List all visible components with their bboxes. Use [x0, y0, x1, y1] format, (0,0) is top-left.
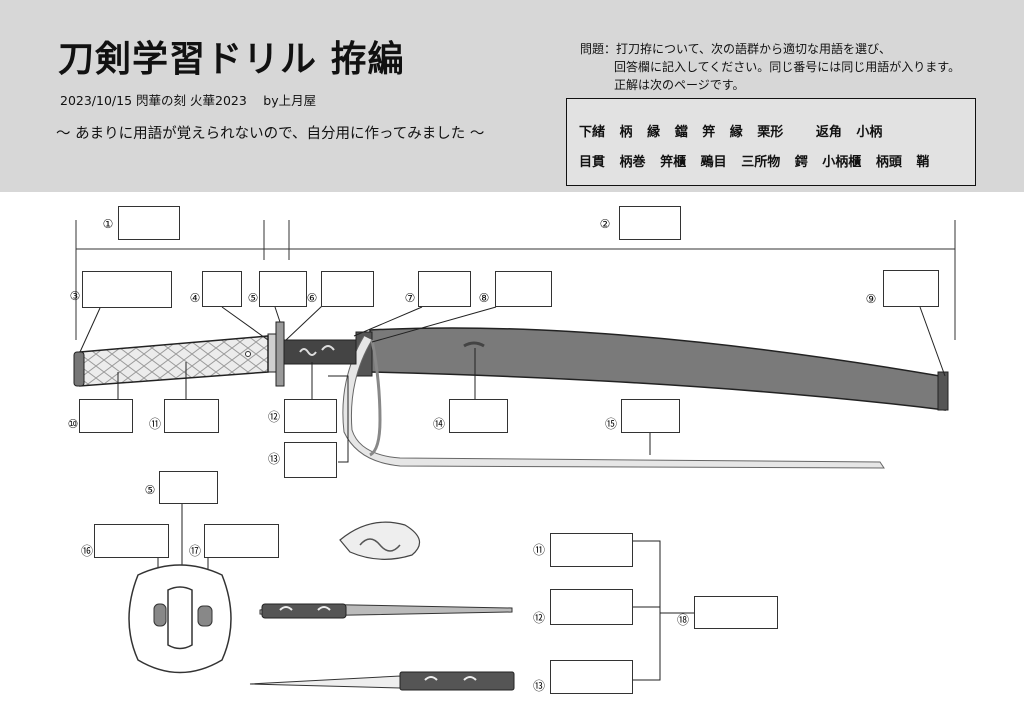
answer-box-7[interactable] — [418, 271, 471, 307]
label-6: ⑥ — [306, 291, 318, 305]
label-7: ⑦ — [404, 291, 416, 305]
page-title: 刀剣学習ドリル 拵編 — [58, 39, 405, 80]
tsuba-front-view — [128, 564, 232, 674]
span-brackets — [75, 220, 956, 340]
answer-box-8[interactable] — [495, 271, 552, 307]
kozuka-in-scabbard — [283, 339, 357, 365]
handle-wrap — [79, 335, 269, 387]
word-item: 笄 — [702, 125, 716, 140]
answer-box-13a[interactable] — [284, 442, 337, 478]
label-3: ③ — [69, 289, 81, 303]
label-2: ② — [599, 217, 611, 231]
label-9: ⑨ — [865, 292, 877, 306]
word-item: 縁 — [647, 125, 661, 140]
word-list-box: 下緒 柄 縁 鐺 笄 縁 栗形 返角 小柄 目貫 柄巻 笄櫃 鵐目 三所物 鍔 … — [566, 98, 976, 186]
kurigata-shape — [463, 341, 485, 348]
label-10: ⑩ — [67, 417, 79, 431]
menuki-point — [245, 351, 251, 357]
leader-lines — [79, 305, 946, 681]
sageo-loop — [369, 339, 382, 457]
word-item: 柄 — [619, 125, 633, 140]
answer-box-5a[interactable] — [259, 271, 307, 307]
word-item: 目貫 — [579, 155, 606, 170]
word-item: 小柄 — [856, 125, 883, 140]
kashira-shape — [73, 351, 85, 387]
word-item: 三所物 — [741, 155, 781, 170]
word-item: 鵐目 — [700, 155, 727, 170]
answer-box-5b[interactable] — [159, 471, 218, 504]
word-item: 鍔 — [794, 155, 808, 170]
kogai-drawing — [259, 603, 513, 619]
label-11b: ⑪ — [532, 543, 545, 557]
answer-box-4[interactable] — [202, 271, 242, 307]
answer-box-18[interactable] — [694, 596, 778, 629]
page-tagline: ～ あまりに用語が覚えられないので、自分用に作ってみました ～ — [56, 126, 485, 142]
answer-box-6[interactable] — [321, 271, 374, 307]
tsuba-shape — [275, 321, 285, 387]
answer-box-14[interactable] — [449, 399, 508, 433]
label-15: ⑮ — [604, 417, 617, 431]
answer-box-3[interactable] — [82, 271, 172, 308]
label-17: ⑰ — [188, 544, 201, 558]
label-16: ⑯ — [80, 544, 93, 558]
question-line-1: 問題：打刀拵について、次の語群から適切な用語を選び、 — [580, 42, 892, 56]
label-8: ⑧ — [478, 291, 490, 305]
word-list-row-2: 目貫 柄巻 笄櫃 鵐目 三所物 鍔 小柄櫃 柄頭 鞘 — [579, 151, 939, 170]
word-item: 栗形 — [757, 125, 784, 140]
answer-box-12a[interactable] — [284, 399, 337, 433]
question-line-2: 回答欄に記入してください。同じ番号には同じ用語が入ります。 — [614, 60, 961, 74]
answer-box-2[interactable] — [619, 206, 681, 240]
answer-box-12b[interactable] — [550, 589, 633, 625]
question-line-3: 正解は次のページです。 — [614, 78, 745, 92]
answer-box-16[interactable] — [94, 524, 169, 558]
answer-box-15[interactable] — [621, 399, 680, 433]
word-item: 小柄櫃 — [822, 155, 862, 170]
label-12b: ⑫ — [532, 611, 545, 625]
answer-box-11a[interactable] — [164, 399, 219, 433]
answer-box-1[interactable] — [118, 206, 180, 240]
answer-box-11b[interactable] — [550, 533, 633, 567]
kozuka-ornament — [299, 348, 317, 356]
label-4: ④ — [189, 291, 201, 305]
scabbard-shape — [369, 327, 946, 411]
label-5b: ⑤ — [144, 483, 156, 497]
label-5a: ⑤ — [247, 291, 259, 305]
header-panel: 刀剣学習ドリル 拵編 2023/10/15 閃華の刻 火華2023 by上月屋 … — [0, 0, 1024, 192]
kozuka-drawing — [249, 671, 515, 691]
word-item: 返角 — [815, 125, 842, 140]
word-list-row-1: 下緒 柄 縁 鐺 笄 縁 栗形 返角 小柄 — [579, 121, 892, 140]
word-item: 柄頭 — [875, 155, 902, 170]
sageo-cord — [342, 335, 885, 469]
answer-box-10[interactable] — [79, 399, 133, 433]
word-item: 鐺 — [674, 125, 688, 140]
label-11a: ⑪ — [148, 417, 161, 431]
label-13a: ⑬ — [267, 452, 280, 466]
label-18: ⑱ — [676, 613, 689, 627]
word-item: 下緒 — [579, 125, 606, 140]
word-item: 柄巻 — [619, 155, 646, 170]
word-item: 縁 — [729, 125, 743, 140]
word-item: 鞘 — [916, 155, 930, 170]
label-14: ⑭ — [432, 417, 445, 431]
page-subtitle: 2023/10/15 閃華の刻 火華2023 by上月屋 — [60, 93, 317, 108]
word-item: 笄櫃 — [660, 155, 687, 170]
label-1: ① — [102, 217, 114, 231]
label-12a: ⑫ — [267, 410, 280, 424]
menuki-ornament — [339, 521, 421, 560]
answer-box-17[interactable] — [204, 524, 279, 558]
answer-box-13b[interactable] — [550, 660, 633, 694]
label-13b: ⑬ — [532, 679, 545, 693]
kozuka-ornament-2 — [321, 345, 335, 351]
answer-box-9[interactable] — [883, 270, 939, 307]
question-text: 問題：打刀拵について、次の語群から適切な用語を選び、 回答欄に記入してください。… — [580, 40, 960, 94]
kojiri-end — [937, 371, 949, 411]
